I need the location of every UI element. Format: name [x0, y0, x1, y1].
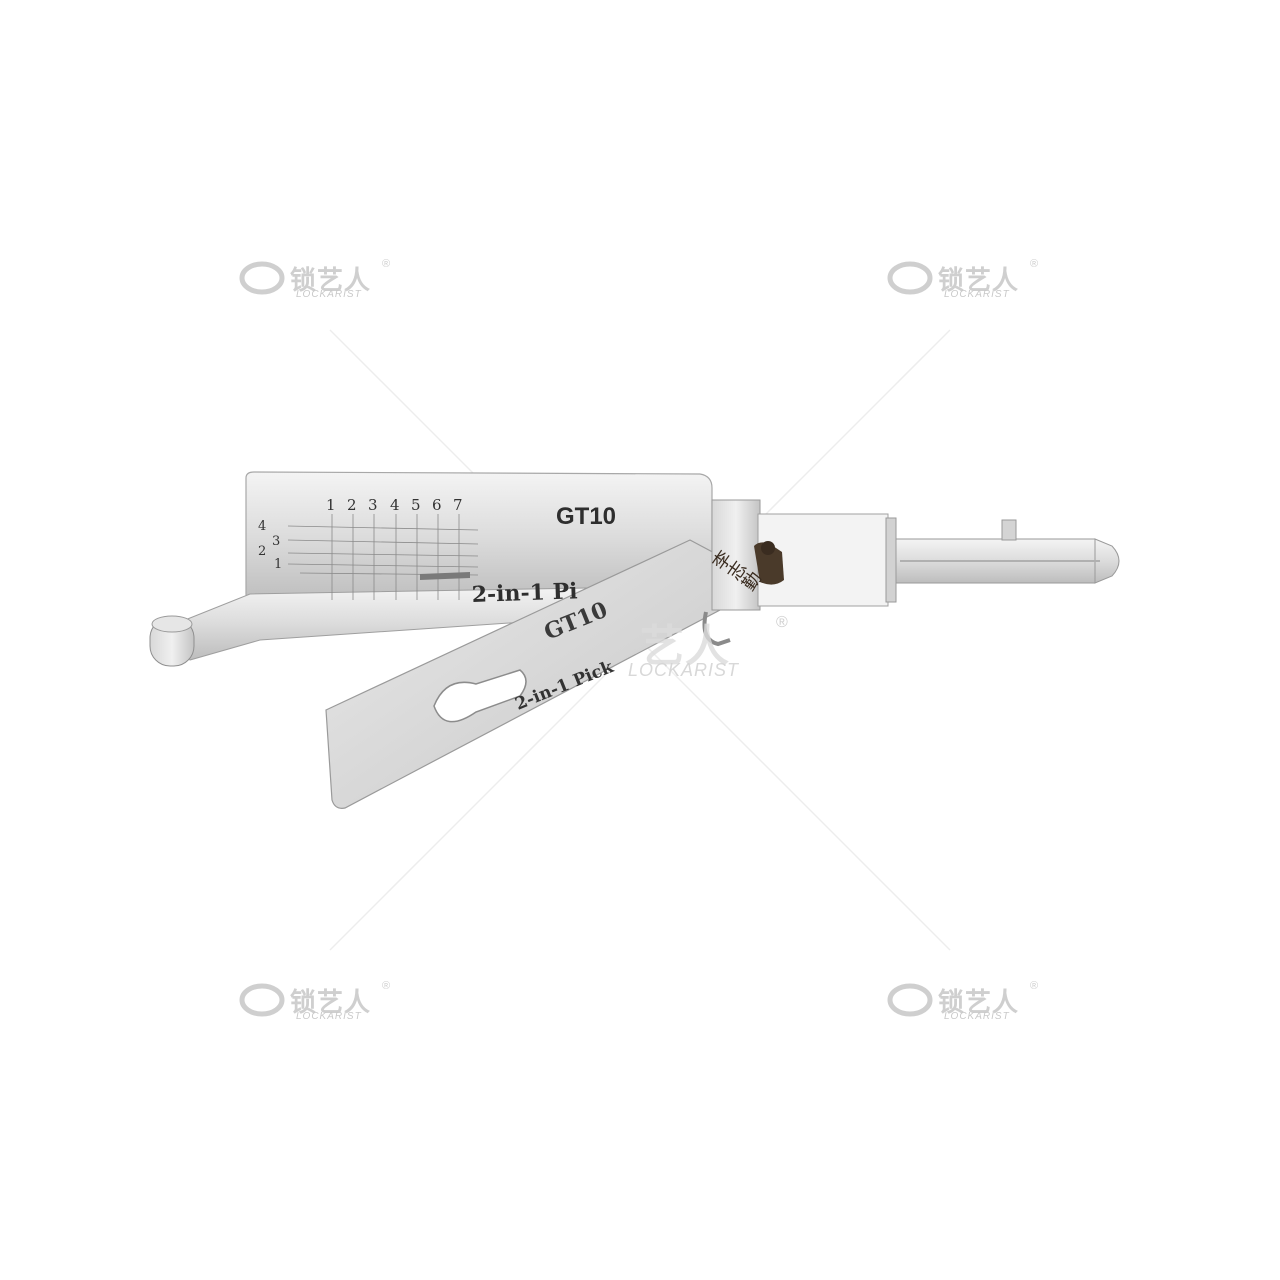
ring-clip: [702, 611, 731, 647]
key-blade: [894, 519, 1120, 584]
registered-mark: ®: [1030, 980, 1039, 992]
pick-label-top: 2-in-1 Pi: [471, 578, 578, 608]
pick-blade-hole: [433, 669, 527, 723]
watermark-brand-cn: 锁艺人: [938, 988, 1020, 1018]
watermark-brand-cn: 锁艺人: [290, 988, 372, 1018]
row-label: 4: [258, 519, 266, 534]
registered-mark: ®: [1030, 258, 1039, 270]
center-watermark: 艺人 ® LOCKARIST: [628, 614, 800, 686]
watermark-brand-cn: 锁艺人: [938, 266, 1020, 296]
lockarist-logo-icon: [887, 983, 933, 1017]
lockarist-logo-icon: [239, 261, 285, 295]
watermark-brand-cn: 锁艺人: [290, 266, 372, 296]
watermark-brand-en: LOCKARIST: [944, 289, 1010, 300]
row-label: 3: [272, 534, 280, 549]
watermark-brand-en: LOCKARIST: [628, 660, 740, 680]
model-label-top: GT10: [556, 503, 616, 530]
watermark-logo: 锁艺人 ® LOCKARIST: [886, 980, 1056, 1024]
decoder-indicator: [420, 572, 470, 580]
column-label: 6: [432, 496, 442, 514]
column-labels: 1 2 3 4 5 6 7: [326, 496, 463, 514]
handle-body: [702, 499, 897, 647]
registered-mark: ®: [776, 614, 788, 631]
watermark-brand-en: LOCKARIST: [296, 289, 362, 300]
column-label: 4: [390, 496, 400, 514]
watermark-logo: 锁艺人 ® LOCKARIST: [238, 980, 408, 1024]
portrait-logo: [754, 542, 784, 585]
lockarist-logo-icon: [239, 983, 285, 1017]
row-labels: 4 3 2 1: [258, 519, 282, 572]
registered-mark: ®: [382, 980, 391, 992]
lockarist-logo-icon: [887, 261, 933, 295]
column-label: 1: [326, 496, 336, 514]
watermark-brand-cn: 艺人: [640, 621, 730, 672]
watermark-logo: 锁艺人 ® LOCKARIST: [238, 258, 408, 302]
row-label: 2: [258, 544, 266, 559]
column-label: 7: [453, 496, 463, 514]
row-label: 1: [274, 557, 282, 572]
registered-mark: ®: [382, 258, 391, 270]
watermark-brand-en: LOCKARIST: [944, 1011, 1010, 1022]
watermark-brand-en: LOCKARIST: [296, 1011, 362, 1022]
watermark-logo: 锁艺人 ® LOCKARIST: [886, 258, 1056, 302]
column-label: 3: [368, 496, 378, 514]
column-label: 2: [347, 496, 357, 514]
column-label: 5: [411, 496, 421, 514]
